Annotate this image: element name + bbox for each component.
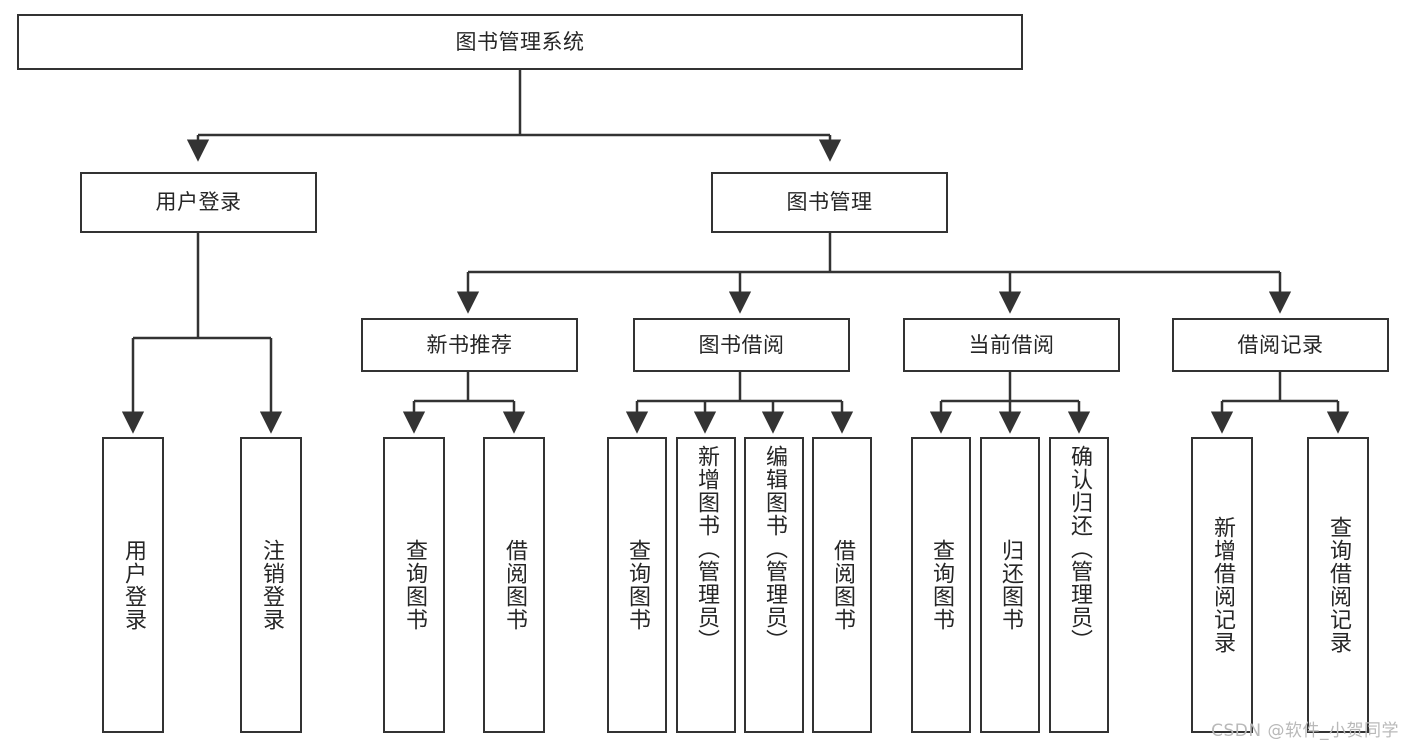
node-user-login[interactable]: 用户登录: [80, 172, 317, 233]
node-current-borrow[interactable]: 当前借阅: [903, 318, 1120, 372]
leaf-add-book-admin[interactable]: 新增图书（管理员）: [676, 437, 736, 733]
leaf-add-book-admin-label: 新增图书（管理员）: [694, 445, 719, 652]
node-root-label: 图书管理系统: [455, 29, 585, 54]
node-book-management[interactable]: 图书管理: [711, 172, 948, 233]
leaf-borrow-book[interactable]: 借阅图书: [812, 437, 872, 733]
leaf-add-borrow-record[interactable]: 新增借阅记录: [1191, 437, 1253, 733]
leaf-return-book-label: 归还图书: [998, 539, 1023, 631]
node-book-borrow-label: 图书借阅: [698, 332, 785, 357]
leaf-current-query-book-label: 查询图书: [929, 539, 954, 631]
leaf-edit-book-admin-label: 编辑图书（管理员）: [762, 445, 787, 652]
leaf-logout-label: 注销登录: [259, 539, 284, 631]
leaf-borrow-query-book[interactable]: 查询图书: [607, 437, 667, 733]
leaf-confirm-return-admin-label: 确认归还（管理员）: [1067, 445, 1092, 652]
node-new-book-recommend[interactable]: 新书推荐: [361, 318, 578, 372]
leaf-current-query-book[interactable]: 查询图书: [911, 437, 971, 733]
leaf-query-borrow-record-label: 查询借阅记录: [1326, 516, 1351, 654]
node-borrow-record-label: 借阅记录: [1237, 332, 1324, 357]
node-current-borrow-label: 当前借阅: [968, 332, 1055, 357]
leaf-return-book[interactable]: 归还图书: [980, 437, 1040, 733]
leaf-recommend-query-book[interactable]: 查询图书: [383, 437, 445, 733]
leaf-borrow-book-label: 借阅图书: [830, 539, 855, 631]
leaf-recommend-borrow-book[interactable]: 借阅图书: [483, 437, 545, 733]
leaf-confirm-return-admin[interactable]: 确认归还（管理员）: [1049, 437, 1109, 733]
node-book-borrow[interactable]: 图书借阅: [633, 318, 850, 372]
node-book-management-label: 图书管理: [786, 190, 873, 215]
leaf-borrow-query-book-label: 查询图书: [625, 539, 650, 631]
leaf-recommend-query-book-label: 查询图书: [402, 539, 427, 631]
leaf-add-borrow-record-label: 新增借阅记录: [1210, 516, 1235, 654]
leaf-logout[interactable]: 注销登录: [240, 437, 302, 733]
node-new-book-recommend-label: 新书推荐: [426, 332, 513, 357]
leaf-user-login-label: 用户登录: [121, 539, 146, 631]
node-borrow-record[interactable]: 借阅记录: [1172, 318, 1389, 372]
leaf-query-borrow-record[interactable]: 查询借阅记录: [1307, 437, 1369, 733]
leaf-user-login[interactable]: 用户登录: [102, 437, 164, 733]
leaf-edit-book-admin[interactable]: 编辑图书（管理员）: [744, 437, 804, 733]
node-user-login-label: 用户登录: [155, 190, 242, 215]
node-root[interactable]: 图书管理系统: [17, 14, 1023, 70]
leaf-recommend-borrow-book-label: 借阅图书: [502, 539, 527, 631]
watermark: CSDN @软件_小贺同学: [1211, 721, 1399, 741]
